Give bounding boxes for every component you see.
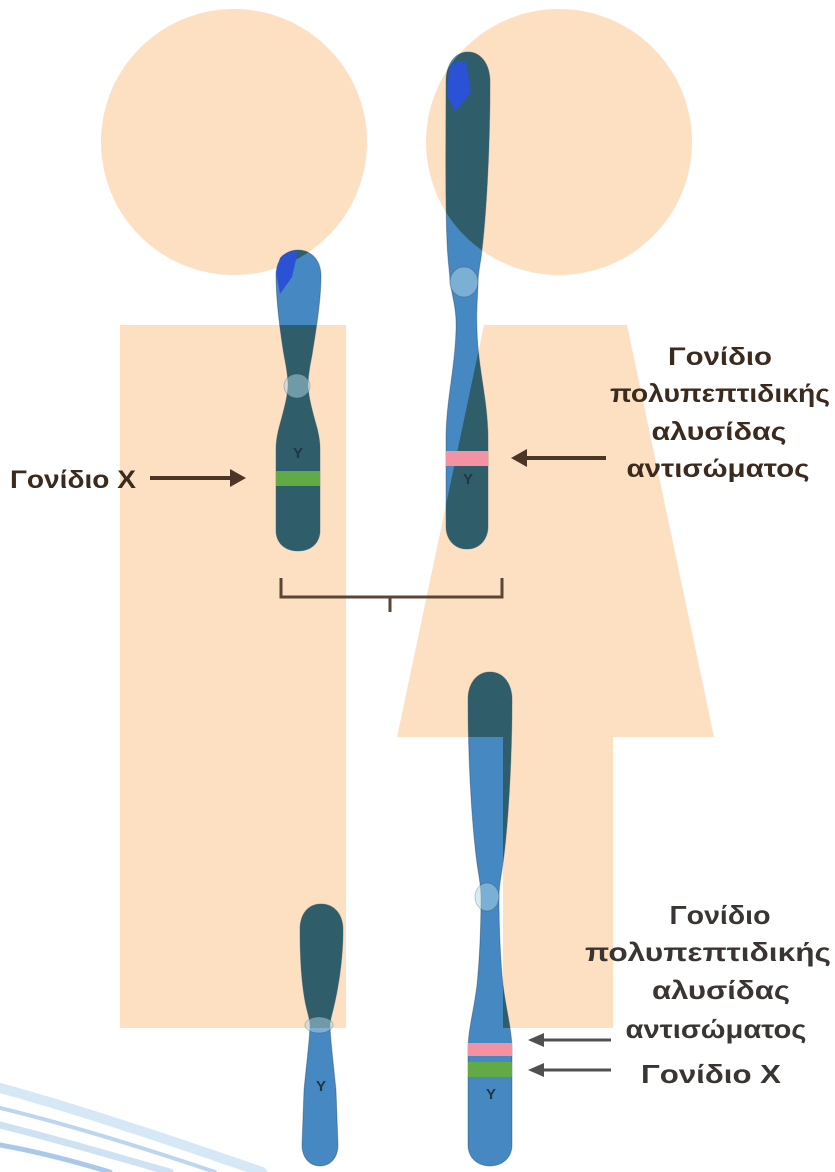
female-figure-legs <box>503 737 613 1028</box>
label-line: Γονίδιο <box>670 900 771 930</box>
gene-x-band-bottom-right <box>468 1062 512 1077</box>
antibody-gene-band-top-right <box>446 451 488 466</box>
gene-x-band-top-left <box>276 471 320 486</box>
chromosome-bottom-left-label: Y <box>316 1078 326 1095</box>
gene-x-label-bottom: Γονίδιο X <box>641 1059 782 1089</box>
gene-x-label-left: Γονίδιο X <box>10 466 136 494</box>
antibody-gene-band-bottom-right <box>468 1043 512 1056</box>
label-line: αλυσίδας <box>652 975 790 1005</box>
centromere-top-right <box>450 267 478 297</box>
label-line: πολυπεπτιδικής <box>585 937 831 967</box>
male-figure-head <box>101 9 367 275</box>
centromere-bottom-left <box>305 1017 333 1033</box>
label-line: αντισώματος <box>626 1014 807 1044</box>
label-line: Γονίδιο <box>668 343 772 371</box>
label-line: πολυπεπτιδικής <box>610 380 830 408</box>
chromosome-top-right-label: Y <box>463 471 473 488</box>
label-line: αντισώματος <box>627 455 810 483</box>
label-line: αλυσίδας <box>652 418 787 446</box>
chromosome-top-left-label: Y <box>293 445 303 462</box>
centromere-bottom-right <box>475 883 499 911</box>
male-figure-silhouette <box>101 9 367 1028</box>
centromere-top-left <box>284 374 310 398</box>
chromosome-bottom-right-label: Y <box>486 1086 496 1103</box>
